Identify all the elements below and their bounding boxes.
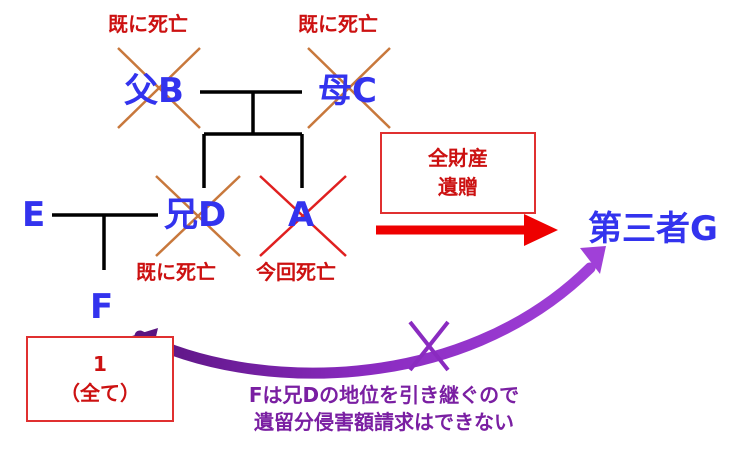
father-cross-icon [117,47,201,129]
bequest-line-1: 全財産 [428,146,488,170]
decedent-status: 今回死亡 [256,260,336,284]
father-status: 既に死亡 [108,12,188,36]
bequest-box: 全財産 遺贈 [380,132,536,214]
share-box: 1 （全て） [26,336,174,422]
claim-note: Fは兄Dの地位を引き継ぐので 遺留分侵害額請求はできない [196,382,572,436]
claim-denied-cross-icon [408,320,450,372]
mother-cross-icon [307,47,391,129]
third-party-label: 第三者G [588,209,718,249]
bequest-line-2: 遺贈 [438,175,478,199]
deceased-cross-marks [117,47,391,257]
mother-label: 母C [318,71,377,111]
brother-status: 既に死亡 [136,260,216,284]
bequest-arrow [376,214,558,246]
mother-status: 既に死亡 [298,12,378,36]
brother-label: 兄D [164,195,227,235]
decedent-cross-icon [259,175,347,257]
share-line-2: （全て） [60,381,140,405]
brother-cross-icon [155,175,241,257]
share-line-1: 1 [93,352,107,376]
f-label: F [90,287,114,327]
decedent-label: A [288,195,315,235]
father-label: 父B [124,71,184,111]
family-tree-lines [52,90,304,270]
e-label: E [22,195,46,235]
claim-note-line-2: 遺留分侵害額請求はできない [254,410,514,434]
claim-note-line-1: Fは兄Dの地位を引き継ぐので [248,383,520,407]
